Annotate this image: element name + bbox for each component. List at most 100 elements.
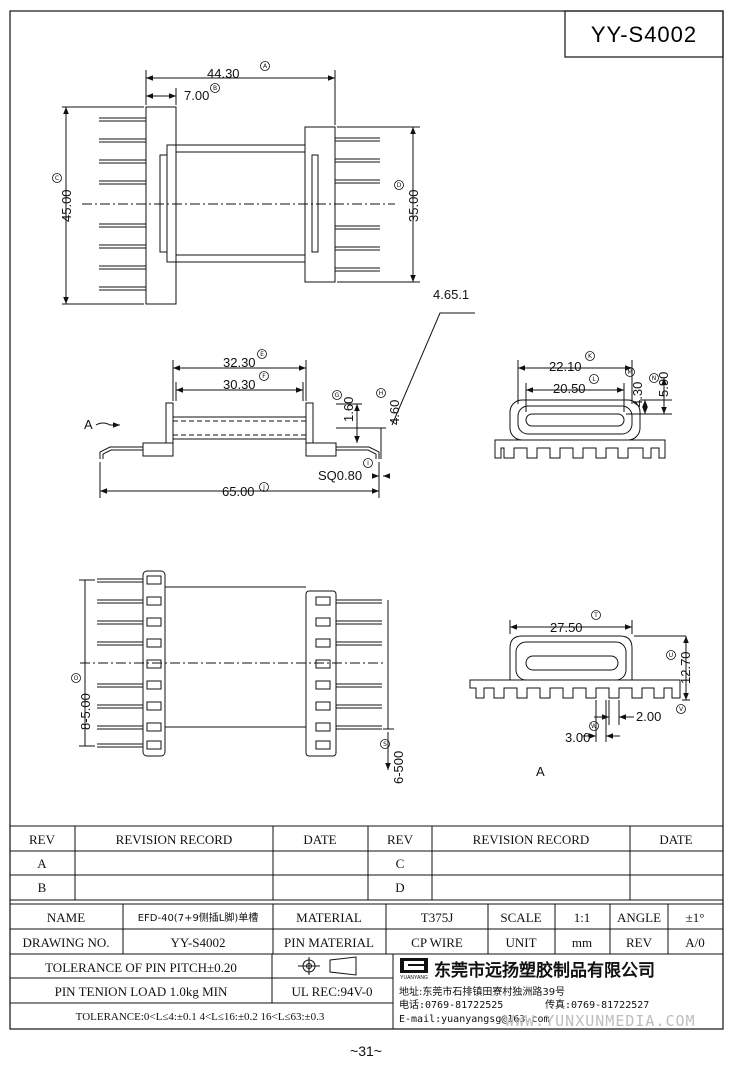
dim-e: 32.30	[223, 355, 256, 370]
dim-v: 2.00	[636, 709, 661, 724]
tag-o: O	[74, 675, 79, 682]
ul-rec: UL REC:94V-0	[291, 984, 372, 999]
revision-record-header-1: REVISION RECORD	[116, 832, 233, 847]
unit-value: mm	[572, 935, 592, 950]
dim-h: 4.60	[387, 400, 402, 425]
angle-value: ±1°	[686, 910, 705, 925]
side-view-labels: 32.30 E 30.30 F 1.60 G 4.60 H SQ0.80 I 6…	[84, 287, 469, 499]
tag-d: D	[397, 182, 402, 189]
company-address: 地址:东莞市石排镇田寮村独洲路39号	[399, 985, 565, 998]
bottom-view	[79, 570, 394, 770]
revision-record-header-2: REVISION RECORD	[473, 832, 590, 847]
dim-s: 6-500	[391, 751, 406, 784]
rev-label: REV	[626, 935, 653, 950]
tag-j: J	[262, 484, 265, 491]
tag-e: E	[260, 351, 264, 358]
top-view-labels: 44.30 A 7.00 B 45.00 C 35.00 D	[52, 61, 421, 222]
dim-o: 8-5.00	[78, 693, 93, 730]
tag-a: A	[263, 63, 268, 70]
drawing-no-value: YY-S4002	[171, 935, 226, 950]
tag-n: N	[652, 375, 657, 382]
dim-u: 12.70	[678, 651, 693, 684]
tag-b: B	[213, 85, 217, 92]
unit-label: UNIT	[505, 935, 536, 950]
revision-table	[10, 825, 723, 901]
drawing-number-box: YY-S4002	[564, 10, 724, 58]
dim-m: 4.30	[630, 382, 645, 407]
company-fax: 传真:0769-81722527	[545, 998, 649, 1011]
dim-t: 27.50	[550, 620, 583, 635]
name-value: EFD-40(7+9侧插L脚)单槽	[138, 911, 259, 924]
end-view	[494, 360, 672, 459]
date-header-2: DATE	[659, 832, 692, 847]
dim-j: 65.00	[222, 484, 255, 499]
angle-label: ANGLE	[617, 910, 661, 925]
tolerance-line: TOLERANCE:0<L≤4:±0.1 4<L≤16:±0.2 16<L≤63…	[76, 1011, 325, 1023]
tag-v: V	[679, 706, 684, 713]
drawing-number-title: YY-S4002	[591, 22, 697, 47]
tag-m: M	[627, 369, 632, 376]
dim-a: 44.30	[207, 66, 240, 81]
tag-g: G	[335, 392, 340, 399]
scale-label: SCALE	[500, 910, 541, 925]
rev-value: A/0	[685, 935, 705, 950]
company-name: 东莞市远扬塑胶制品有限公司	[434, 960, 655, 981]
projection-symbol-icon	[298, 956, 357, 976]
logo-text: YUANYANG	[400, 975, 428, 981]
scale-value: 1:1	[574, 910, 591, 925]
tag-u: U	[669, 652, 673, 659]
rev-header-1: REV	[29, 832, 56, 847]
pin-material-label: PIN MATERIAL	[284, 935, 374, 950]
watermark: WWW.YUNXUNMEDIA.COM	[505, 1012, 696, 1030]
view-arrow-label: A	[84, 417, 93, 432]
view-a-caption: A	[536, 764, 545, 779]
side-view	[95, 312, 475, 498]
dim-w: 3.00	[565, 730, 590, 745]
tag-w: W	[591, 723, 597, 730]
tag-t: T	[593, 612, 598, 619]
title-block	[10, 903, 723, 1029]
company-email: E-mail:yuanyangsg@163.com	[399, 1014, 550, 1025]
dim-f: 30.30	[223, 377, 256, 392]
dim-n: 5.90	[656, 372, 671, 397]
title-block-text: NAME EFD-40(7+9侧插L脚)单槽 MATERIAL T375J SC…	[22, 910, 704, 1023]
tag-l: L	[592, 376, 596, 383]
view-a	[469, 620, 690, 742]
dim-b: 7.00	[184, 88, 209, 103]
end-view-labels: 22.10 K 20.50 L 4.30 M 5.90 N	[549, 351, 671, 407]
pin-tension: PIN TENION LOAD 1.0kg MIN	[55, 984, 228, 999]
rev-header-2: REV	[387, 832, 414, 847]
material-label: MATERIAL	[296, 910, 362, 925]
rev-row-c: C	[396, 856, 405, 871]
rev-row-a: A	[37, 856, 47, 871]
dim-c: 45.00	[59, 189, 74, 222]
tag-h: H	[379, 390, 384, 397]
bottom-view-labels: 8-5.00 O 6-500 S	[71, 673, 406, 784]
tag-s: S	[383, 741, 387, 748]
view-a-labels: 27.50 T 12.70 U 2.00 V 3.00 W A	[536, 610, 693, 779]
dim-i: SQ0.80	[318, 468, 362, 483]
tag-i: I	[367, 460, 369, 467]
tag-f: F	[262, 373, 266, 380]
dim-g: 1.60	[341, 397, 356, 422]
drawing-no-label: DRAWING NO.	[22, 935, 109, 950]
material-value: T375J	[421, 910, 454, 925]
dim-k: 22.10	[549, 359, 582, 374]
dim-l: 20.50	[553, 381, 586, 396]
rev-row-d: D	[395, 880, 404, 895]
rev-row-b: B	[38, 880, 47, 895]
company-phone: 电话:0769-81722525	[399, 998, 503, 1011]
company-logo: YUANYANG	[400, 958, 428, 981]
callout-note: 4.65.1	[433, 287, 469, 302]
pin-material-value: CP WIRE	[411, 935, 463, 950]
tolerance-pitch: TOLERANCE OF PIN PITCH±0.20	[45, 960, 237, 975]
page-number: ~31~	[350, 1043, 382, 1059]
revision-table-text: REV REVISION RECORD DATE REV REVISION RE…	[29, 832, 693, 895]
sheet-border	[9, 10, 724, 1030]
name-label: NAME	[47, 910, 85, 925]
tag-c: C	[55, 175, 59, 182]
top-view	[62, 70, 420, 305]
tag-k: K	[588, 353, 593, 360]
dim-d: 35.00	[406, 189, 421, 222]
